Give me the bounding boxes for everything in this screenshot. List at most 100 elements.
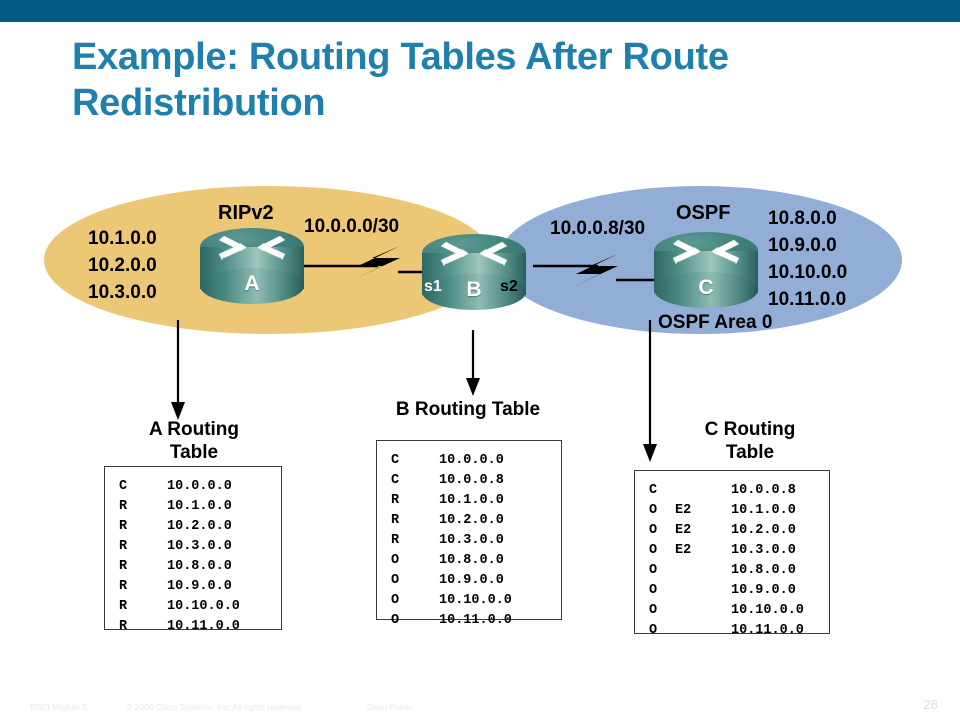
c-routing-table-title: C Routing Table — [662, 418, 838, 464]
router-b-interface-s2: s2 — [500, 278, 518, 295]
route-code: O — [391, 552, 400, 568]
route-network: 10.8.0.0 — [167, 558, 232, 574]
b-routing-table-title: B Routing Table — [378, 398, 558, 421]
router-arrows-icon — [218, 235, 286, 261]
page-title: Example: Routing Tables After Route Redi… — [72, 36, 729, 125]
router-b: B — [422, 234, 526, 312]
route-code: R — [119, 578, 128, 594]
route-network: 10.1.0.0 — [439, 492, 504, 508]
footer-classification: Cisco Public — [366, 702, 413, 712]
a-routing-table-title-line1: A Routing — [148, 419, 240, 440]
rip-network-3: 10.3.0.0 — [88, 282, 157, 303]
ospf-network-4: 10.11.0.0 — [768, 289, 847, 310]
route-code: C — [391, 472, 400, 488]
table-row: O 10.10.0.0 — [377, 591, 512, 611]
route-network: 10.2.0.0 — [439, 512, 504, 528]
route-ext — [675, 481, 709, 501]
b-routing-table-title-line1: B Routing Table — [395, 399, 541, 420]
route-code: O — [649, 522, 658, 538]
a-routing-table-title: A Routing Table — [106, 418, 282, 464]
route-network: 10.0.0.0 — [167, 478, 232, 494]
router-c-label: C — [698, 276, 714, 299]
route-ext — [675, 561, 709, 581]
footer-copyright: © 2006 Cisco Systems, Inc. All rights re… — [126, 702, 303, 712]
route-network: 10.1.0.0 — [167, 498, 232, 514]
ospf-network-1: 10.8.0.0 — [768, 208, 837, 229]
route-code: O — [649, 622, 658, 638]
route-ext — [675, 581, 709, 601]
table-row: R 10.1.0.0 — [377, 491, 512, 511]
route-code: O — [649, 562, 658, 578]
route-network: 10.2.0.0 — [731, 522, 796, 538]
route-network: 10.9.0.0 — [167, 578, 232, 594]
route-code: R — [391, 532, 400, 548]
table-row: O 10.9.0.0 — [377, 571, 512, 591]
route-ext: E2 — [675, 522, 692, 538]
route-code: O — [391, 592, 400, 608]
c-routing-table-title-line2: Table — [725, 442, 775, 464]
table-row: C 10.0.0.0 — [377, 451, 512, 471]
rip-protocol-label: RIPv2 — [218, 202, 274, 224]
table-row: R 10.3.0.0 — [377, 531, 512, 551]
route-code: R — [119, 598, 128, 614]
router-arrows-icon — [440, 241, 508, 267]
route-code: C — [119, 478, 128, 494]
route-code: R — [119, 518, 128, 534]
link-label-a-b: 10.0.0.0/30 — [304, 216, 400, 237]
route-code: R — [391, 492, 400, 508]
table-row: O 10.8.0.0 — [635, 561, 804, 581]
c-routing-table-title-line1: C Routing — [704, 419, 796, 440]
route-network: 10.11.0.0 — [167, 618, 240, 634]
route-code: O — [649, 542, 658, 558]
route-network: 10.3.0.0 — [439, 532, 504, 548]
router-arrows-icon — [672, 239, 740, 265]
route-network: 10.9.0.0 — [439, 572, 504, 588]
route-network: 10.10.0.0 — [731, 602, 804, 618]
table-row: R 10.2.0.0 — [105, 517, 240, 537]
table-row: C 10.0.0.0 — [105, 477, 240, 497]
route-network: 10.2.0.0 — [167, 518, 232, 534]
ospf-area-label: OSPF Area 0 — [658, 312, 773, 333]
route-network: 10.3.0.0 — [731, 542, 796, 558]
route-code: O — [391, 572, 400, 588]
ospf-network-3: 10.10.0.0 — [768, 262, 848, 283]
top-accent-band — [0, 0, 960, 22]
rip-network-2: 10.2.0.0 — [88, 255, 157, 276]
ospf-protocol-label: OSPF — [676, 202, 731, 224]
route-ext — [675, 621, 709, 641]
router-b-label: B — [466, 278, 482, 301]
router-b-bottom — [422, 274, 526, 310]
route-code: C — [391, 452, 400, 468]
router-a-label: A — [244, 272, 260, 295]
link-label-b-c: 10.0.0.8/30 — [550, 218, 646, 239]
route-network: 10.8.0.0 — [731, 562, 796, 578]
router-c-bottom — [654, 272, 758, 308]
route-network: 10.10.0.0 — [167, 598, 240, 614]
route-code: O — [391, 612, 400, 628]
route-code: R — [119, 538, 128, 554]
route-code: O — [649, 502, 658, 518]
route-network: 10.10.0.0 — [439, 592, 512, 608]
route-ext — [675, 601, 709, 621]
footer-course: BSCI Module 5 — [30, 702, 88, 712]
ospf-network-2: 10.9.0.0 — [768, 235, 837, 256]
route-network: 10.0.0.0 — [439, 452, 504, 468]
route-ext: E2 — [675, 502, 692, 518]
router-c: C — [654, 232, 758, 310]
